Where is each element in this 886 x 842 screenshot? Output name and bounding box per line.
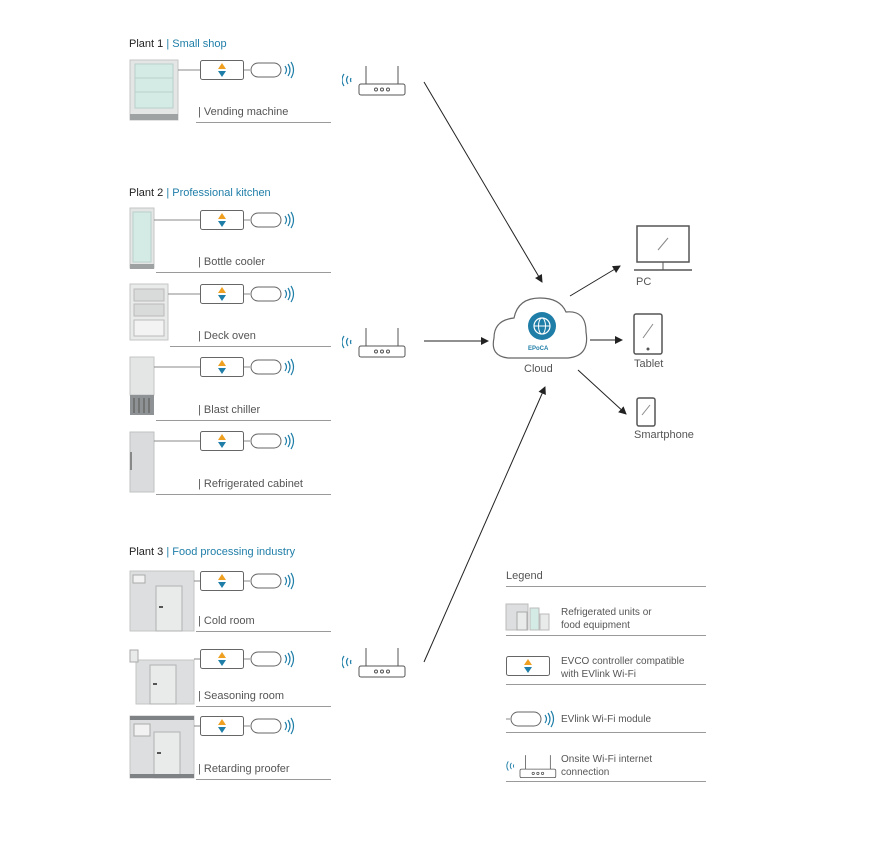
controller-icon	[200, 571, 244, 591]
divider	[506, 684, 706, 685]
plant-3-title: Plant 3 | Food processing industry	[129, 546, 296, 558]
device-label-deck-oven: | Deck oven	[198, 330, 256, 342]
wifi-module-icon	[250, 285, 295, 303]
controller-icon	[200, 284, 244, 304]
tablet-icon	[633, 313, 663, 355]
cold-room-icon	[129, 570, 195, 632]
legend-controller-icon	[506, 656, 550, 676]
blast-chiller-icon	[129, 356, 155, 415]
refrigerated-cabinet-icon	[129, 431, 155, 493]
device-label-bottle-cooler: | Bottle cooler	[198, 256, 266, 268]
controller-icon	[200, 357, 244, 377]
cloud-label: Cloud	[524, 363, 553, 375]
divider	[506, 732, 706, 733]
legend-router-icon	[506, 754, 557, 779]
router-icon	[342, 65, 406, 96]
smartphone-icon	[636, 397, 656, 427]
retarding-proofer-icon	[129, 715, 195, 779]
bottle-cooler-icon	[129, 207, 155, 269]
divider	[506, 781, 706, 782]
divider	[506, 586, 706, 587]
wifi-module-icon	[250, 358, 295, 376]
controller-icon	[200, 60, 244, 80]
wifi-module-icon	[250, 211, 295, 229]
smartphone-label: Smartphone	[634, 429, 694, 441]
wifi-module-icon	[250, 650, 295, 668]
equipment-connectors	[154, 69, 250, 727]
pc-label: PC	[636, 276, 652, 288]
legend-item-wifi-module: EVlink Wi-Fi module	[561, 714, 652, 725]
controller-icon	[200, 716, 244, 736]
divider	[506, 635, 706, 636]
cloud-to-device-arrows	[569, 265, 627, 415]
device-label-cold-room: | Cold room	[198, 615, 255, 627]
divider	[170, 346, 331, 347]
device-label-refrigerated-cabinet: | Refrigerated cabinet	[198, 478, 303, 490]
wifi-module-icon	[250, 61, 295, 79]
divider	[156, 420, 331, 421]
device-label-vending-machine: | Vending machine	[198, 106, 289, 118]
divider	[196, 122, 331, 123]
router-icon	[342, 647, 406, 678]
vending-machine-icon	[129, 59, 179, 121]
pc-icon	[634, 225, 692, 271]
wifi-module-icon	[250, 572, 295, 590]
controller-icon	[200, 210, 244, 230]
legend-wifi-module-icon	[506, 710, 555, 728]
router-to-cloud-arrows	[423, 81, 546, 663]
tablet-label: Tablet	[634, 358, 664, 370]
legend-title: Legend	[506, 570, 543, 582]
divider	[196, 706, 331, 707]
router-icon	[342, 327, 406, 358]
wifi-module-icon	[250, 717, 295, 735]
cloud-badge: EPoCA	[528, 346, 549, 352]
seasoning-room-icon	[129, 649, 195, 705]
divider	[156, 494, 331, 495]
divider	[156, 272, 331, 273]
divider	[196, 779, 331, 780]
wifi-module-icon	[250, 432, 295, 450]
controller-icon	[200, 431, 244, 451]
deck-oven-icon	[129, 283, 169, 341]
plant-2-title: Plant 2 | Professional kitchen	[129, 187, 271, 199]
device-label-blast-chiller: | Blast chiller	[198, 404, 261, 416]
cloud-icon	[492, 297, 588, 359]
device-label-seasoning-room: | Seasoning room	[198, 690, 285, 702]
legend-equipment-icon	[505, 603, 550, 631]
controller-icon	[200, 649, 244, 669]
plant-1-title: Plant 1 | Small shop	[129, 38, 227, 50]
device-label-retarding-proofer: | Retarding proofer	[198, 763, 290, 775]
divider	[196, 631, 331, 632]
